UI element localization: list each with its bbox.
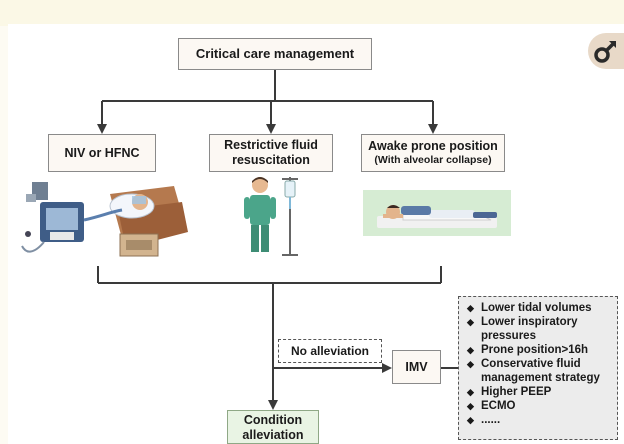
measure-text: ECMO bbox=[481, 400, 516, 412]
diamond-bullet-icon: ◆ bbox=[467, 415, 474, 425]
list-item: ◆ Conservative fluid management strategy bbox=[467, 357, 611, 385]
diamond-bullet-icon: ◆ bbox=[467, 317, 474, 327]
diamond-bullet-icon: ◆ bbox=[467, 359, 474, 369]
diamond-bullet-icon: ◆ bbox=[467, 401, 474, 411]
diamond-bullet-icon: ◆ bbox=[467, 387, 474, 397]
niv-hfnc-box: NIV or HFNC bbox=[48, 134, 156, 172]
restrictive-fluid-box: Restrictive fluid resuscitation bbox=[209, 134, 333, 172]
diamond-bullet-icon: ◆ bbox=[467, 345, 474, 355]
ventilator-bed-illustration bbox=[21, 182, 188, 257]
imv-box: IMV bbox=[392, 350, 441, 384]
awake-prone-label: Awake prone position bbox=[368, 139, 498, 154]
no-alleviation-label: No alleviation bbox=[290, 343, 370, 358]
measure-text: Prone position>16h bbox=[481, 344, 589, 356]
top-band bbox=[0, 0, 624, 26]
list-item: ◆ Higher PEEP bbox=[467, 385, 611, 399]
imv-measures-list: ◆ Lower tidal volumes ◆ Lower inspirator… bbox=[458, 296, 618, 440]
nurse-iv-drip-illustration bbox=[244, 177, 298, 256]
arrow-head-condition bbox=[268, 400, 278, 410]
critical-care-box: Critical care management bbox=[178, 38, 372, 70]
no-alleviation-box: No alleviation bbox=[278, 339, 382, 363]
list-item: ◆ Lower inspiratory pressures bbox=[467, 315, 611, 343]
measure-text: Lower tidal volumes bbox=[481, 302, 592, 314]
arrow-head-left bbox=[97, 124, 107, 134]
diamond-bullet-icon: ◆ bbox=[467, 303, 474, 313]
arrow-head-middle bbox=[266, 124, 276, 134]
condition-alleviation-label: Condition alleviation bbox=[242, 413, 304, 442]
arrow-head-right bbox=[428, 124, 438, 134]
restrictive-fluid-label: Restrictive fluid resuscitation bbox=[224, 138, 318, 167]
list-item: ◆ Prone position>16h bbox=[467, 343, 611, 357]
condition-alleviation-box: Condition alleviation bbox=[227, 410, 319, 444]
awake-prone-sublabel: (With alveolar collapse) bbox=[374, 154, 492, 167]
imv-label: IMV bbox=[405, 359, 428, 374]
niv-hfnc-label: NIV or HFNC bbox=[64, 145, 140, 160]
list-item: ◆ ECMO bbox=[467, 399, 611, 413]
male-symbol-icon[interactable] bbox=[588, 33, 624, 69]
critical-care-label: Critical care management bbox=[195, 46, 355, 62]
measure-text: Lower inspiratory pressures bbox=[481, 316, 578, 342]
arrow-head-imv bbox=[382, 363, 392, 373]
measure-text: Higher PEEP bbox=[481, 386, 552, 398]
awake-prone-box: Awake prone position (With alveolar coll… bbox=[361, 134, 505, 172]
measure-text: Conservative fluid management strategy bbox=[481, 358, 600, 384]
list-item: ◆ ...... bbox=[467, 413, 611, 427]
prone-patient-illustration bbox=[363, 190, 511, 236]
measure-text: ...... bbox=[481, 414, 501, 426]
list-item: ◆ Lower tidal volumes bbox=[467, 301, 611, 315]
